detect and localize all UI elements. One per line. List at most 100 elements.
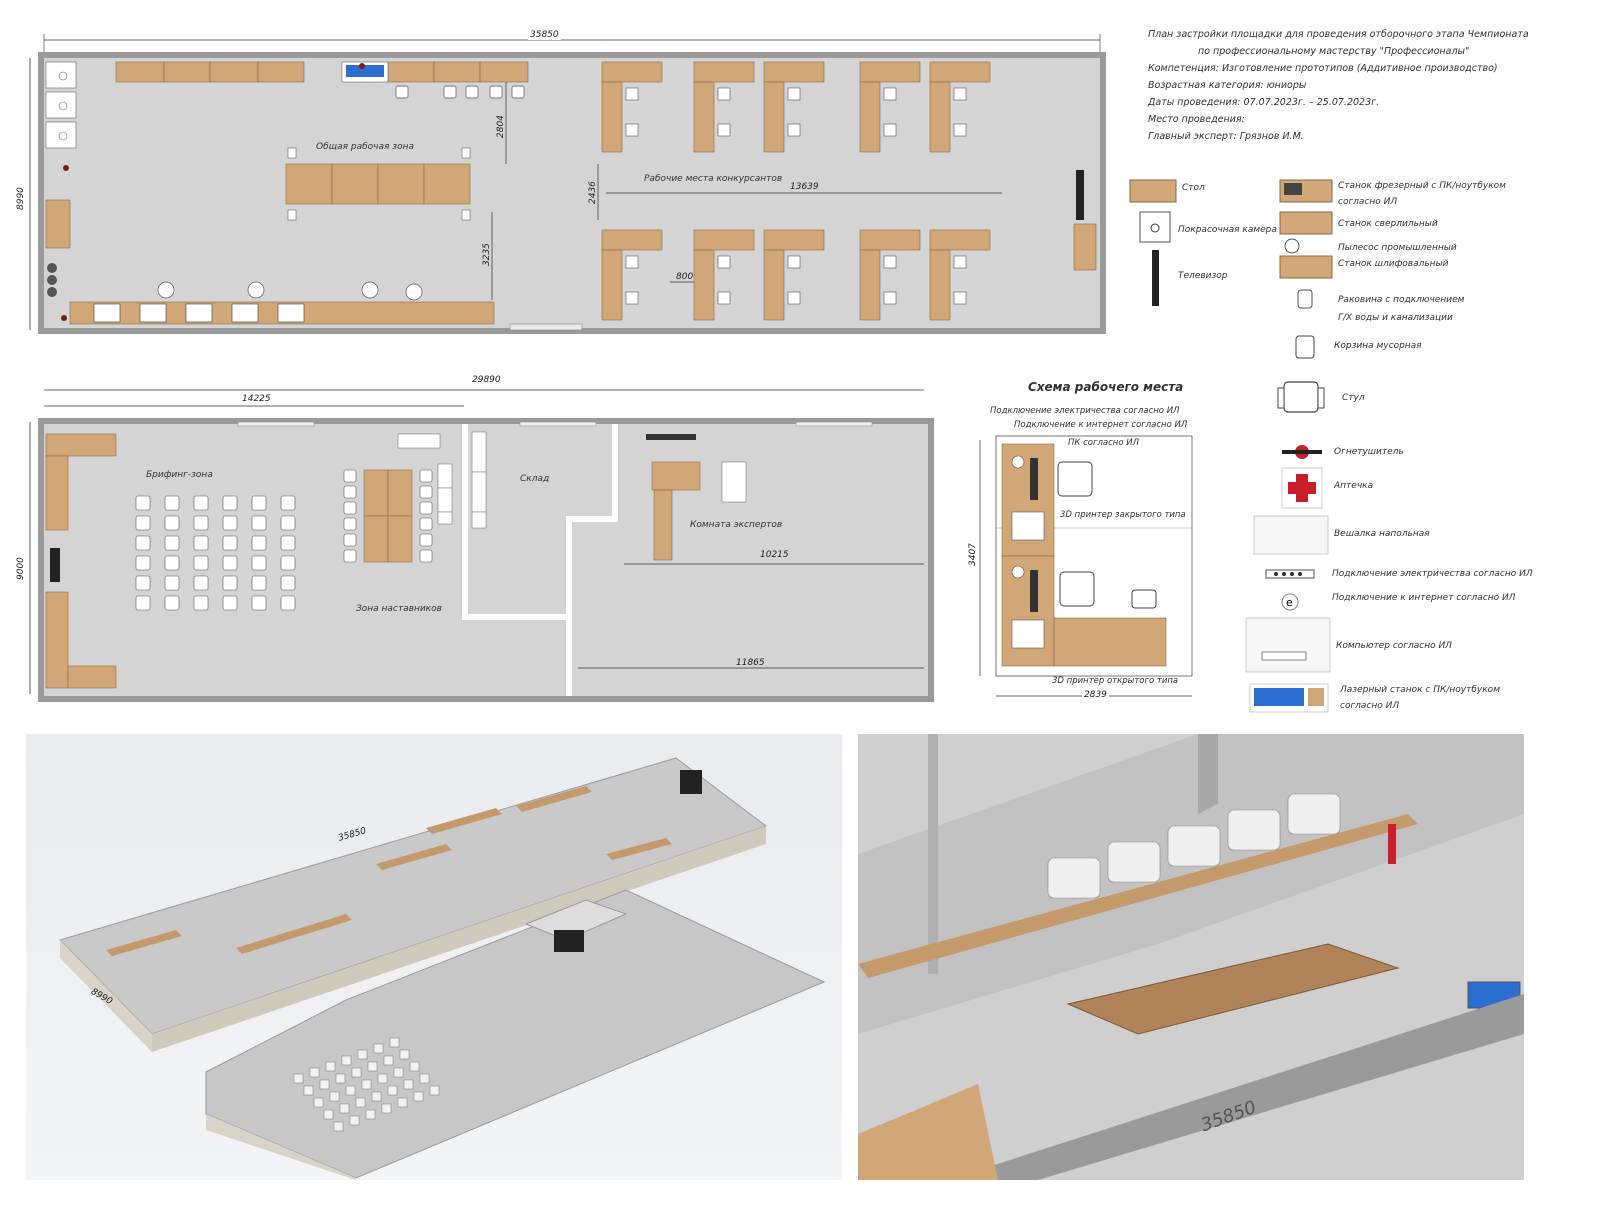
tv-icon bbox=[1152, 250, 1159, 306]
briefing-chair bbox=[280, 495, 296, 511]
legend-power: Подключение электричества согласно ИЛ bbox=[1332, 569, 1533, 579]
legend-trash: Корзина мусорная bbox=[1334, 341, 1422, 351]
mentor-chair bbox=[343, 469, 357, 483]
workplace-table bbox=[763, 81, 785, 153]
top-dim-height: 8990 bbox=[16, 187, 26, 210]
workplace-chair bbox=[953, 87, 967, 101]
workplace-chair bbox=[883, 291, 897, 305]
legend-laser: Лазерный станок с ПК/ноутбуком bbox=[1340, 685, 1500, 695]
workplace-table bbox=[859, 81, 881, 153]
bottom-dim-10215: 10215 bbox=[760, 550, 789, 560]
legend-sink: Раковина с подключением bbox=[1338, 295, 1465, 305]
iso-chair bbox=[323, 1109, 334, 1120]
workplace-dim-height: 3407 bbox=[968, 543, 978, 566]
iso-chair bbox=[313, 1097, 324, 1108]
briefing-chair bbox=[280, 515, 296, 531]
vacuum-icon bbox=[1284, 238, 1300, 254]
machine-unit bbox=[1287, 793, 1341, 835]
briefing-chair bbox=[251, 515, 267, 531]
briefing-chair bbox=[280, 555, 296, 571]
briefing-chair bbox=[164, 495, 180, 511]
briefing-chair bbox=[193, 515, 209, 531]
iso-chair bbox=[419, 1073, 430, 1084]
top-dim-total: 35850 bbox=[528, 30, 561, 40]
briefing-chair bbox=[135, 575, 151, 591]
iso-chair bbox=[339, 1103, 350, 1114]
briefing-chair bbox=[193, 535, 209, 551]
power-icon bbox=[1265, 569, 1315, 579]
workplace-table bbox=[859, 61, 921, 83]
iso-chair bbox=[409, 1061, 420, 1072]
workplace-table bbox=[693, 81, 715, 153]
iso-chair bbox=[403, 1079, 414, 1090]
briefing-chair bbox=[251, 555, 267, 571]
workplace-chair bbox=[625, 87, 639, 101]
briefing-chair bbox=[251, 575, 267, 591]
bottom-dim-14225: 14225 bbox=[240, 394, 273, 404]
mentor-chair bbox=[419, 549, 433, 563]
briefing-chair bbox=[135, 595, 151, 611]
briefing-chair bbox=[135, 555, 151, 571]
mentor-chair bbox=[343, 549, 357, 563]
workplace-table bbox=[601, 61, 663, 83]
top-dim-3235: 3235 bbox=[482, 243, 492, 266]
drill-icon bbox=[1279, 211, 1333, 235]
workplace-internet: Подключение к интернет согласно ИЛ bbox=[1014, 420, 1188, 430]
label-mentors: Зона наставников bbox=[356, 604, 442, 614]
legend-icons: e bbox=[1129, 179, 1333, 713]
top-dim-2804: 2804 bbox=[496, 115, 506, 138]
workplace-chair bbox=[625, 123, 639, 137]
machine-unit bbox=[1047, 857, 1101, 899]
iso-chair bbox=[383, 1055, 394, 1066]
iso-chair bbox=[329, 1091, 340, 1102]
bottom-dim-11865: 11865 bbox=[736, 658, 765, 668]
workplace-chair bbox=[787, 291, 801, 305]
iso-chair bbox=[355, 1097, 366, 1108]
label-experts: Комната экспертов bbox=[690, 520, 783, 530]
iso-chair bbox=[341, 1055, 352, 1066]
iso-chair bbox=[357, 1049, 368, 1060]
workplace-scheme bbox=[979, 435, 1193, 697]
workplace-table bbox=[929, 81, 951, 153]
iso-view-right: 35850 bbox=[858, 734, 1524, 1180]
workplace-dim-width: 2839 bbox=[1082, 690, 1109, 700]
workplace-chair bbox=[625, 291, 639, 305]
briefing-chair bbox=[164, 595, 180, 611]
label-briefing: Брифинг-зона bbox=[146, 470, 213, 480]
iso-chair bbox=[377, 1073, 388, 1084]
trash-icon bbox=[1295, 335, 1315, 359]
iso-chair bbox=[351, 1067, 362, 1078]
iso-view-left: 35850 8990 bbox=[26, 734, 842, 1180]
workplace-table bbox=[763, 249, 785, 321]
mentor-chair bbox=[343, 501, 357, 515]
mentor-chair bbox=[343, 533, 357, 547]
workplace-table bbox=[601, 229, 663, 251]
workplace-table bbox=[693, 249, 715, 321]
workplace-power: Подключение электричества согласно ИЛ bbox=[990, 406, 1180, 416]
legend-first-aid: Аптечка bbox=[1334, 481, 1374, 491]
legend-sink-2: Г/Х воды и канализации bbox=[1338, 313, 1453, 323]
iso-chair bbox=[373, 1043, 384, 1054]
mentor-chair bbox=[419, 533, 433, 547]
legend-milling: Станок фрезерный с ПК/ноутбуком bbox=[1338, 181, 1506, 191]
briefing-chair bbox=[222, 535, 238, 551]
sink-icon bbox=[1297, 289, 1313, 309]
title-block: План застройки площадки для проведения о… bbox=[1148, 26, 1529, 145]
workplace-printer-open: 3D принтер открытого типа bbox=[1052, 676, 1179, 686]
workplace-printer-closed: 3D принтер закрытого типа bbox=[1060, 510, 1186, 520]
venue: Место проведения: bbox=[1148, 114, 1245, 125]
iso-chair bbox=[387, 1085, 398, 1096]
legend-laser-2: согласно ИЛ bbox=[1340, 701, 1400, 711]
iso-chair bbox=[389, 1037, 400, 1048]
briefing-chair bbox=[280, 595, 296, 611]
legend-extinguisher: Огнетушитель bbox=[1334, 447, 1404, 457]
legend-computer: Компьютер согласно ИЛ bbox=[1336, 641, 1452, 651]
competence: Компетенция: Изготовление прототипов (Ад… bbox=[1148, 63, 1498, 74]
chair-icon bbox=[1283, 381, 1319, 413]
workplace-chair bbox=[787, 87, 801, 101]
svg-text:e: e bbox=[1286, 596, 1293, 609]
label-common-zone: Общая рабочая зона bbox=[316, 142, 414, 152]
iso-chair bbox=[333, 1121, 344, 1132]
iso-chair bbox=[293, 1073, 304, 1084]
workplace-chair bbox=[883, 87, 897, 101]
